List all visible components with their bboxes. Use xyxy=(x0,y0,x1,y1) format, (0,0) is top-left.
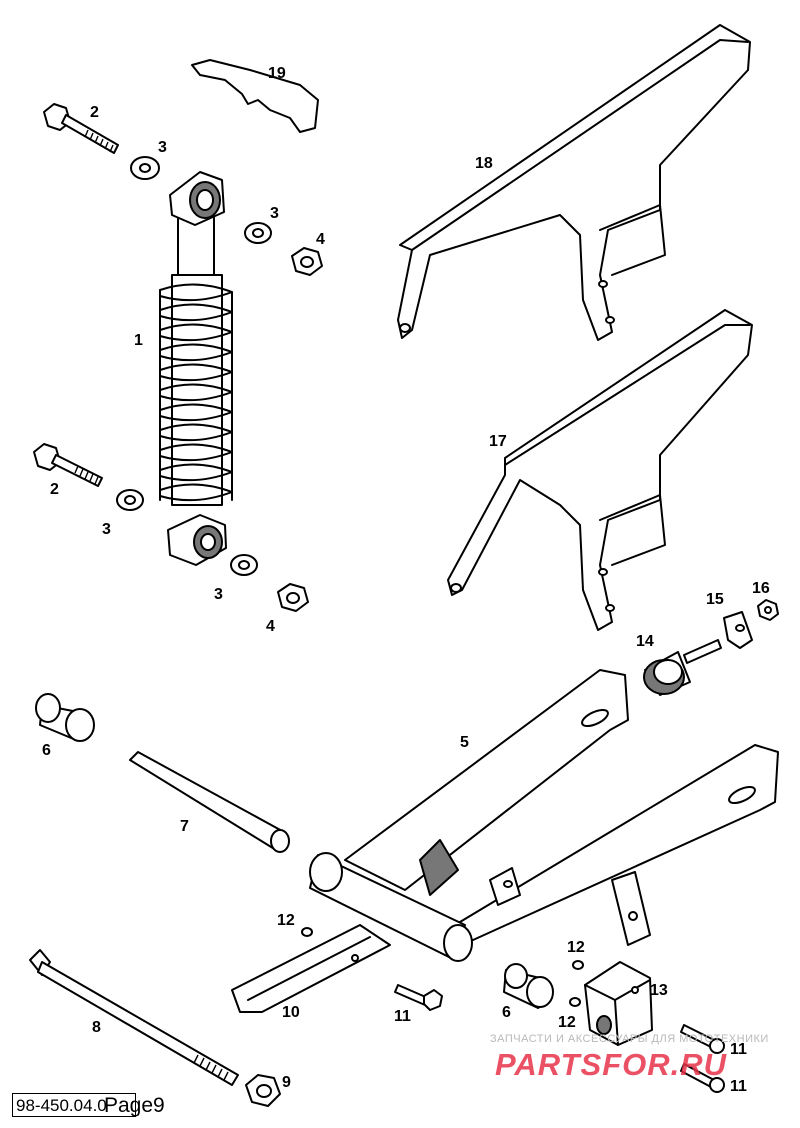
part-11-bolt-middle xyxy=(394,984,443,1011)
callout-12-bottom: 12 xyxy=(558,1014,576,1031)
part-12-nut-bottom xyxy=(569,997,581,1007)
callout-3-top-right: 3 xyxy=(270,205,279,222)
callout-4-top: 4 xyxy=(316,231,325,248)
part-13-guide-block xyxy=(584,961,653,1046)
part-3-washer-bottom-left xyxy=(116,489,144,511)
callout-3-bottom-left: 3 xyxy=(102,521,111,538)
part-11-bolt-right-lower xyxy=(680,1063,725,1093)
callout-2-bottom: 2 xyxy=(50,481,59,498)
page-label: Page9 xyxy=(104,1094,165,1117)
callout-15: 15 xyxy=(706,591,724,608)
callout-5: 5 xyxy=(460,734,469,751)
callout-labels: 19 2 3 3 4 18 1 17 2 3 3 4 15 16 14 6 5 … xyxy=(42,65,770,1095)
callout-1: 1 xyxy=(134,332,143,349)
callout-11-right-upper: 11 xyxy=(730,1041,747,1058)
callout-14: 14 xyxy=(636,633,654,650)
part-10-chain-slider xyxy=(231,924,391,1013)
part-12-nut-mid xyxy=(572,960,584,970)
watermark-logo: PARTSFOR.RU xyxy=(495,1047,728,1081)
callout-17: 17 xyxy=(489,433,507,450)
callout-18: 18 xyxy=(475,155,493,172)
part-17-chain-guard-lower xyxy=(447,309,753,631)
part-2-bolt-bottom xyxy=(33,443,103,487)
part-3-washer-top-left xyxy=(130,156,160,180)
callout-3-top-left: 3 xyxy=(158,139,167,156)
part-2-bolt-top xyxy=(43,103,119,154)
callout-8: 8 xyxy=(92,1019,101,1036)
callout-19: 19 xyxy=(268,65,286,82)
part-19-bracket xyxy=(191,59,319,133)
part-5-swingarm xyxy=(309,669,779,962)
callout-4-bottom: 4 xyxy=(266,618,275,635)
part-4-nut-bottom xyxy=(277,583,309,612)
callout-11-middle: 11 xyxy=(394,1008,411,1025)
part-3-washer-bottom-right xyxy=(230,554,258,576)
part-6-bushing-right xyxy=(503,963,554,1009)
document-code: 98-450.04.0 xyxy=(12,1093,136,1117)
part-8-axle-bolt xyxy=(29,949,239,1086)
part-18-chain-guard-upper xyxy=(397,24,751,341)
callout-16: 16 xyxy=(752,580,770,597)
part-7-tube xyxy=(129,751,290,853)
watermark-logo-text: PARTSFOR.RU xyxy=(495,1047,728,1081)
part-14-roller xyxy=(643,639,722,696)
part-1-shock-absorber xyxy=(159,171,233,566)
callout-7: 7 xyxy=(180,818,189,835)
callout-6-left: 6 xyxy=(42,742,51,759)
callout-9: 9 xyxy=(282,1074,291,1091)
part-4-nut-top xyxy=(291,247,323,276)
callout-10: 10 xyxy=(282,1004,300,1021)
callout-12-mid: 12 xyxy=(567,939,585,956)
callout-2-top: 2 xyxy=(90,104,99,121)
callout-13: 13 xyxy=(650,982,668,999)
callout-12-top: 12 xyxy=(277,912,295,929)
watermark-tagline: ЗАПЧАСТИ И АКСЕССУАРЫ ДЛЯ МОТОТЕХНИКИ xyxy=(490,1033,769,1045)
part-11-bolt-right-upper xyxy=(680,1024,725,1054)
part-3-washer-top-right xyxy=(244,222,272,244)
part-16-nut xyxy=(757,599,779,621)
callout-3-bottom-right: 3 xyxy=(214,586,223,603)
part-15-clip xyxy=(723,611,753,649)
part-12-nut-top xyxy=(301,927,313,937)
callout-11-right-lower: 11 xyxy=(730,1078,747,1095)
part-6-bushing-left xyxy=(35,693,95,742)
callout-6-right: 6 xyxy=(502,1004,511,1021)
part-9-flange-nut xyxy=(245,1074,281,1107)
